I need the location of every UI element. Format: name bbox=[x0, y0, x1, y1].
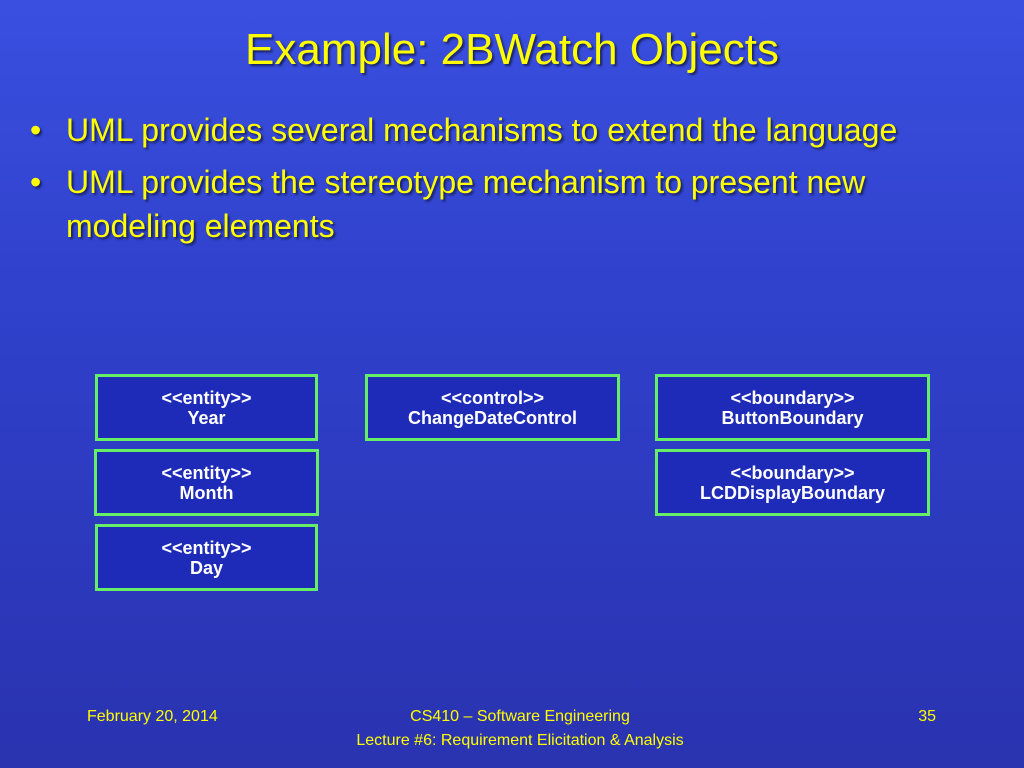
bullet-text: UML provides the stereotype mechanism to… bbox=[66, 164, 866, 244]
bullet-item: • UML provides several mechanisms to ext… bbox=[30, 108, 1000, 152]
bullet-dot-icon: • bbox=[30, 164, 42, 200]
uml-box-day: <<entity>> Day bbox=[95, 524, 318, 591]
footer-lecture: Lecture #6: Requirement Elicitation & An… bbox=[356, 732, 684, 749]
footer-course: CS410 – Software Engineering bbox=[410, 708, 630, 725]
stereotype-label: <<control>> bbox=[440, 387, 545, 408]
bullet-item: • UML provides the stereotype mechanism … bbox=[30, 160, 1000, 248]
object-name: ChangeDateControl bbox=[407, 407, 577, 428]
bullet-dot-icon: • bbox=[30, 112, 42, 148]
uml-box-lcd-display-boundary: <<boundary>> LCDDisplayBoundary bbox=[655, 449, 930, 516]
footer-page-number: 35 bbox=[918, 708, 936, 725]
object-name: Year bbox=[187, 407, 226, 428]
footer-date: February 20, 2014 bbox=[87, 708, 218, 725]
stereotype-label: <<boundary>> bbox=[730, 387, 855, 408]
stereotype-label: <<entity>> bbox=[161, 387, 252, 408]
object-name: Month bbox=[179, 482, 234, 503]
uml-box-year: <<entity>> Year bbox=[95, 374, 318, 441]
uml-box-month: <<entity>> Month bbox=[94, 449, 319, 516]
stereotype-label: <<entity>> bbox=[161, 537, 252, 558]
stereotype-label: <<entity>> bbox=[161, 462, 252, 483]
uml-box-change-date-control: <<control>> ChangeDateControl bbox=[365, 374, 620, 441]
slide-title: Example: 2BWatch Objects bbox=[245, 25, 779, 74]
object-name: LCDDisplayBoundary bbox=[699, 482, 886, 503]
uml-box-button-boundary: <<boundary>> ButtonBoundary bbox=[655, 374, 930, 441]
object-name: ButtonBoundary bbox=[721, 407, 864, 428]
bullet-text: UML provides several mechanisms to exten… bbox=[66, 112, 898, 148]
stereotype-label: <<boundary>> bbox=[730, 462, 855, 483]
bullet-list: • UML provides several mechanisms to ext… bbox=[30, 108, 1000, 256]
object-name: Day bbox=[189, 557, 224, 578]
